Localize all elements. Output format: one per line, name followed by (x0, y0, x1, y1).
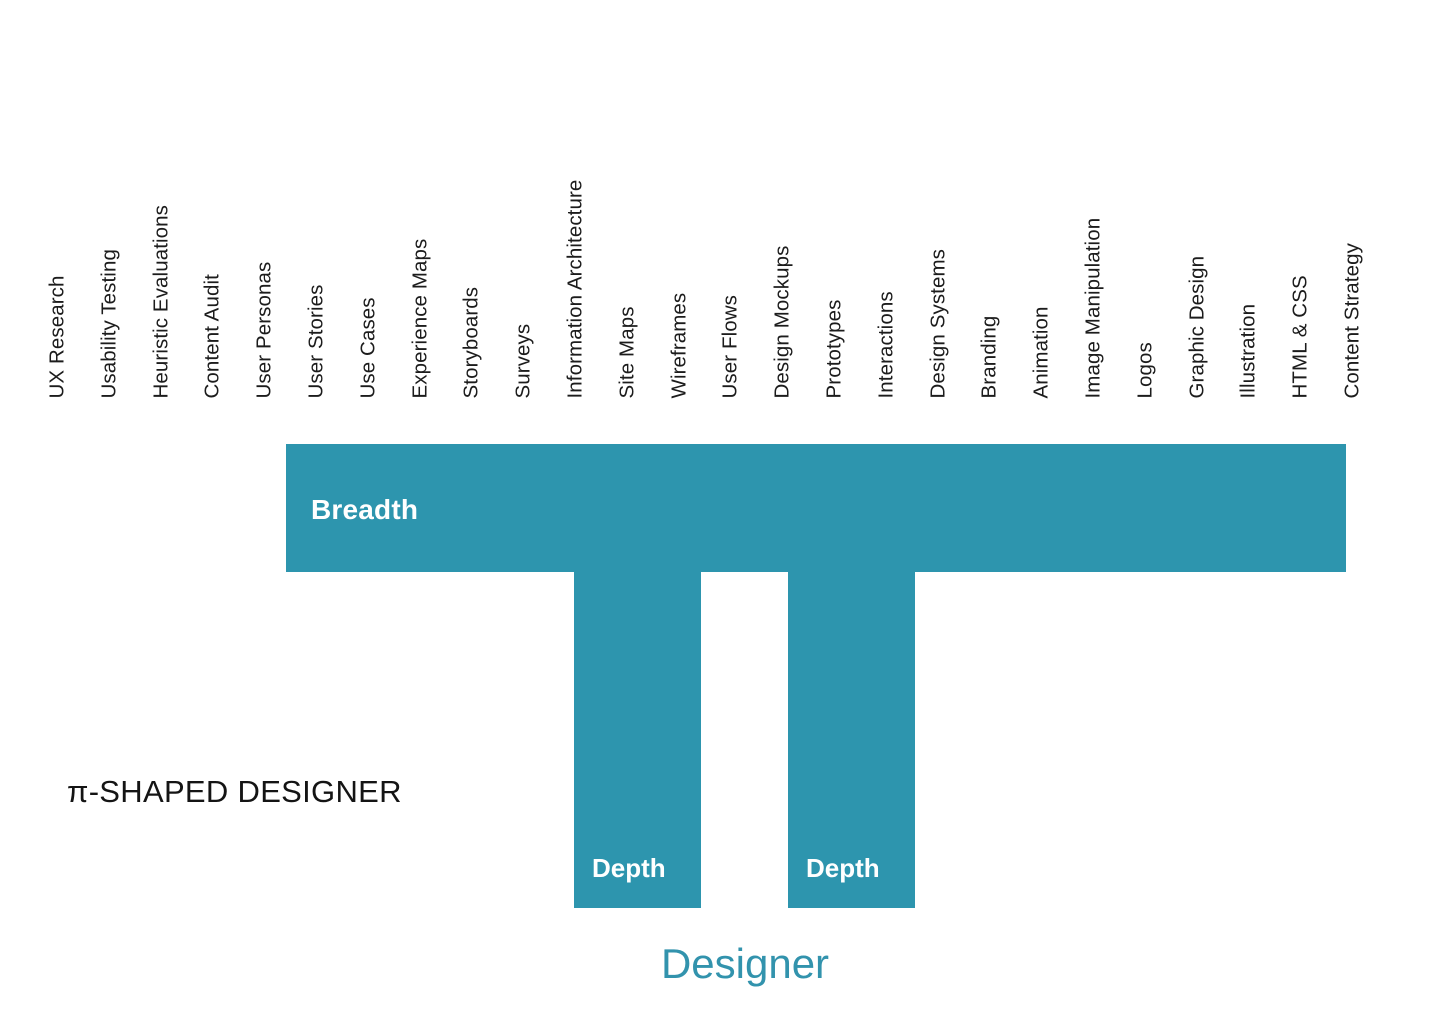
skill-label: Storyboards (459, 286, 483, 398)
breadth-label: Breadth (311, 494, 419, 525)
skill-label: Animation (1029, 305, 1053, 398)
skill-label: Design Mockups (770, 245, 794, 398)
skill-label: UX Research (45, 274, 69, 398)
skill-label: Wireframes (667, 292, 691, 398)
depth-leg-left (574, 571, 701, 908)
skill-label: Surveys (511, 323, 535, 398)
skill-label: User Flows (718, 294, 742, 398)
skill-label: Experience Maps (408, 238, 432, 398)
skill-label: Prototypes (822, 299, 846, 398)
breadth-bar (286, 444, 1346, 572)
skill-label-row: UX Research Usability Testing Heuristic Ev… (0, 0, 1440, 410)
depth-label-right: Depth (806, 853, 880, 883)
skill-label: Use Cases (356, 296, 380, 398)
skill-label: Design Systems (926, 248, 950, 398)
skill-label: Information Architecture (563, 179, 587, 398)
skill-label: User Stories (304, 284, 328, 398)
skill-label: Site Maps (615, 305, 639, 398)
skill-label: Branding (977, 315, 1001, 398)
skill-label: Usability Testing (97, 248, 121, 398)
skill-label: Illustration (1236, 303, 1260, 398)
skill-label: User Personas (252, 261, 276, 398)
role-caption: Designer (660, 940, 830, 987)
skill-label: Content Audit (200, 273, 224, 398)
skill-label: Heuristic Evaluations (149, 204, 173, 398)
skill-label: Graphic Design (1185, 255, 1209, 398)
diagram-title: π-SHAPED DESIGNER (67, 774, 402, 809)
skill-label: Logos (1133, 341, 1157, 398)
depth-label-left: Depth (592, 853, 666, 883)
depth-leg-right (788, 571, 915, 908)
skill-label: Content Strategy (1340, 242, 1364, 398)
skill-label: Image Manipulation (1081, 217, 1105, 398)
skill-label: HTML & CSS (1288, 274, 1312, 398)
skill-label: Interactions (874, 290, 898, 398)
